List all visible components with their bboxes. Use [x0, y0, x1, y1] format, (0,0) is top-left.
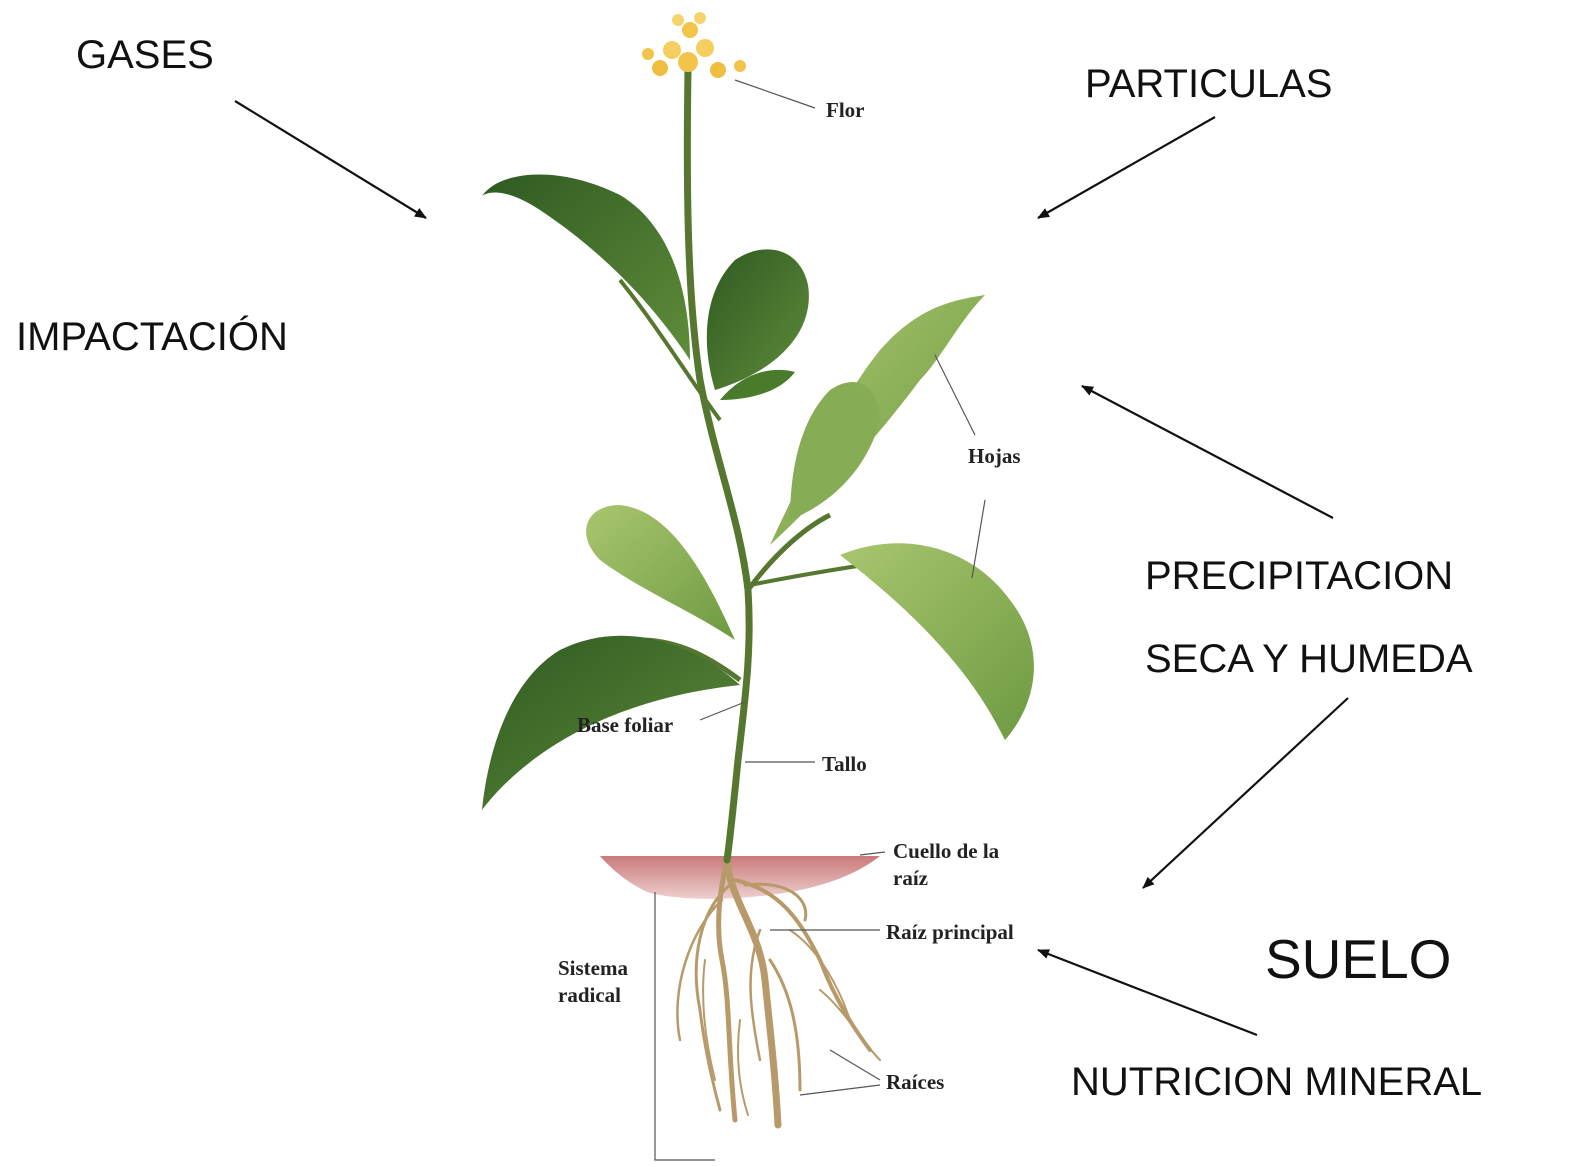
leaf-right-lower	[840, 543, 1034, 740]
label-impactacion: IMPACTACIÓN	[16, 314, 288, 359]
label-flor: Flor	[826, 98, 864, 122]
label-sistema-line1: Sistema	[558, 956, 628, 980]
label-cuello-line1: Cuello de la	[893, 839, 1000, 863]
label-suelo: SUELO	[1265, 928, 1451, 990]
label-raices: Raíces	[886, 1070, 944, 1094]
label-tallo: Tallo	[822, 752, 867, 776]
label-hojas: Hojas	[968, 444, 1021, 468]
arrow-gases	[235, 101, 426, 218]
arrow-precipitacion-up	[1082, 386, 1333, 518]
label-raiz-principal: Raíz principal	[886, 920, 1014, 944]
label-nutricion-mineral: NUTRICION MINERAL	[1071, 1060, 1482, 1104]
label-precipitacion-line2: SECA Y HUMEDA	[1145, 637, 1473, 681]
soil-band	[600, 856, 880, 899]
arrow-nutricion	[1038, 950, 1257, 1035]
flower	[642, 12, 746, 78]
label-cuello-line2: raíz	[893, 866, 928, 890]
leaf-upper-mid	[707, 249, 809, 390]
leaf-left-mid	[586, 505, 735, 640]
label-sistema-line2: radical	[558, 983, 621, 1007]
leaf-right-upper-lobe	[790, 382, 880, 520]
arrow-particulas	[1038, 117, 1215, 218]
roots	[677, 860, 880, 1125]
label-precipitacion-line1: PRECIPITACION	[1145, 554, 1453, 598]
plant-illustration: Flor Hojas Base foliar Tallo Cuello de l…	[482, 12, 1034, 1160]
label-gases: GASES	[76, 33, 214, 77]
label-particulas: PARTICULAS	[1085, 62, 1332, 106]
arrow-precipitacion-down	[1143, 698, 1348, 888]
label-base-foliar: Base foliar	[577, 713, 673, 737]
stem	[687, 70, 749, 860]
